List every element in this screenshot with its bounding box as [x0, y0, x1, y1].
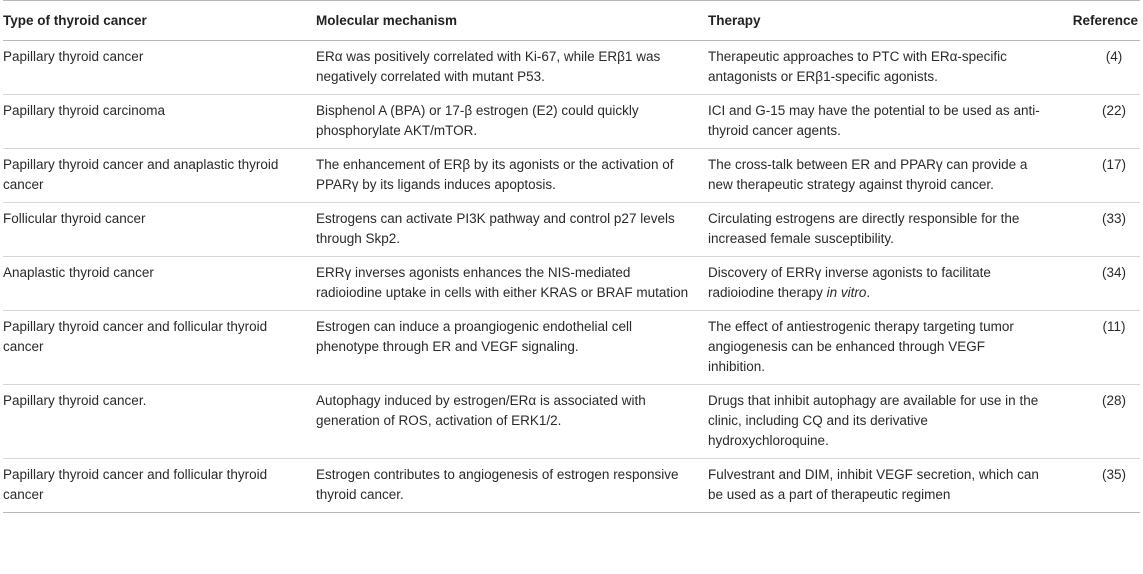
cell-therapy: Therapeutic approaches to PTC with ERα-s…	[708, 40, 1058, 95]
therapy-text: The effect of antiestrogenic therapy tar…	[708, 319, 1014, 374]
cell-type: Papillary thyroid cancer.	[3, 384, 316, 459]
therapy-text: ICI and G-15 may have the potential to b…	[708, 103, 1040, 138]
table-row: Papillary thyroid carcinoma Bisphenol A …	[3, 94, 1140, 149]
header-reference: Reference	[1058, 0, 1140, 41]
cell-reference: (17)	[1058, 148, 1140, 203]
cell-reference: (34)	[1058, 256, 1140, 311]
cell-reference: (28)	[1058, 384, 1140, 459]
reference-link[interactable]: (4)	[1105, 49, 1123, 64]
cell-reference: (33)	[1058, 202, 1140, 257]
therapy-tail-text: .	[866, 285, 871, 300]
table-row: Anaplastic thyroid cancer ERRγ inverses …	[3, 256, 1140, 311]
table-header: Type of thyroid cancer Molecular mechani…	[3, 0, 1140, 41]
header-mechanism: Molecular mechanism	[316, 0, 708, 41]
table-row: Follicular thyroid cancer Estrogens can …	[3, 202, 1140, 257]
reference-link[interactable]: (33)	[1101, 211, 1126, 226]
cell-type: Papillary thyroid cancer and follicular …	[3, 310, 316, 385]
cell-therapy: The cross-talk between ER and PPARγ can …	[708, 148, 1058, 203]
table-row: Papillary thyroid cancer. Autophagy indu…	[3, 384, 1140, 459]
cell-reference: (4)	[1058, 40, 1140, 95]
table-row: Papillary thyroid cancer ERα was positiv…	[3, 40, 1140, 95]
therapy-text: Discovery of ERRγ inverse agonists to fa…	[708, 265, 991, 300]
header-type: Type of thyroid cancer	[3, 0, 316, 41]
reference-link[interactable]: (28)	[1101, 393, 1126, 408]
cell-mechanism: Estrogen contributes to angiogenesis of …	[316, 458, 708, 513]
cell-mechanism: Autophagy induced by estrogen/ERα is ass…	[316, 384, 708, 459]
cell-mechanism: Bisphenol A (BPA) or 17-β estrogen (E2) …	[316, 94, 708, 149]
header-therapy: Therapy	[708, 0, 1058, 41]
therapy-italic-text: in vitro	[826, 285, 867, 300]
cell-therapy: The effect of antiestrogenic therapy tar…	[708, 310, 1058, 385]
therapy-text: Fulvestrant and DIM, inhibit VEGF secret…	[708, 467, 1039, 502]
table-body: Papillary thyroid cancer ERα was positiv…	[3, 40, 1140, 513]
cell-therapy: Drugs that inhibit autophagy are availab…	[708, 384, 1058, 459]
cell-mechanism: The enhancement of ERβ by its agonists o…	[316, 148, 708, 203]
therapy-text: Therapeutic approaches to PTC with ERα-s…	[708, 49, 1007, 84]
thyroid-cancer-table: Type of thyroid cancer Molecular mechani…	[3, 0, 1140, 513]
cell-therapy: Fulvestrant and DIM, inhibit VEGF secret…	[708, 458, 1058, 513]
reference-link[interactable]: (11)	[1102, 319, 1126, 334]
cell-reference: (11)	[1058, 310, 1140, 385]
therapy-text: Drugs that inhibit autophagy are availab…	[708, 393, 1039, 448]
reference-link[interactable]: (17)	[1101, 157, 1126, 172]
cell-therapy: Circulating estrogens are directly respo…	[708, 202, 1058, 257]
cell-type: Papillary thyroid cancer and follicular …	[3, 458, 316, 513]
reference-link[interactable]: (34)	[1101, 265, 1126, 280]
cell-therapy: ICI and G-15 may have the potential to b…	[708, 94, 1058, 149]
cell-therapy: Discovery of ERRγ inverse agonists to fa…	[708, 256, 1058, 311]
cell-type: Anaplastic thyroid cancer	[3, 256, 316, 311]
table-row: Papillary thyroid cancer and follicular …	[3, 458, 1140, 513]
cell-mechanism: ERRγ inverses agonists enhances the NIS-…	[316, 256, 708, 311]
header-row: Type of thyroid cancer Molecular mechani…	[3, 0, 1140, 41]
reference-link[interactable]: (22)	[1101, 103, 1126, 118]
cell-type: Papillary thyroid cancer and anaplastic …	[3, 148, 316, 203]
cell-mechanism: Estrogen can induce a proangiogenic endo…	[316, 310, 708, 385]
cell-type: Follicular thyroid cancer	[3, 202, 316, 257]
cell-reference: (35)	[1058, 458, 1140, 513]
cell-reference: (22)	[1058, 94, 1140, 149]
cell-mechanism: Estrogens can activate PI3K pathway and …	[316, 202, 708, 257]
therapy-text: Circulating estrogens are directly respo…	[708, 211, 1020, 246]
table-row: Papillary thyroid cancer and anaplastic …	[3, 148, 1140, 203]
cell-mechanism: ERα was positively correlated with Ki-67…	[316, 40, 708, 95]
cell-type: Papillary thyroid carcinoma	[3, 94, 316, 149]
reference-link[interactable]: (35)	[1101, 467, 1126, 482]
table-row: Papillary thyroid cancer and follicular …	[3, 310, 1140, 385]
therapy-text: The cross-talk between ER and PPARγ can …	[708, 157, 1028, 192]
cell-type: Papillary thyroid cancer	[3, 40, 316, 95]
